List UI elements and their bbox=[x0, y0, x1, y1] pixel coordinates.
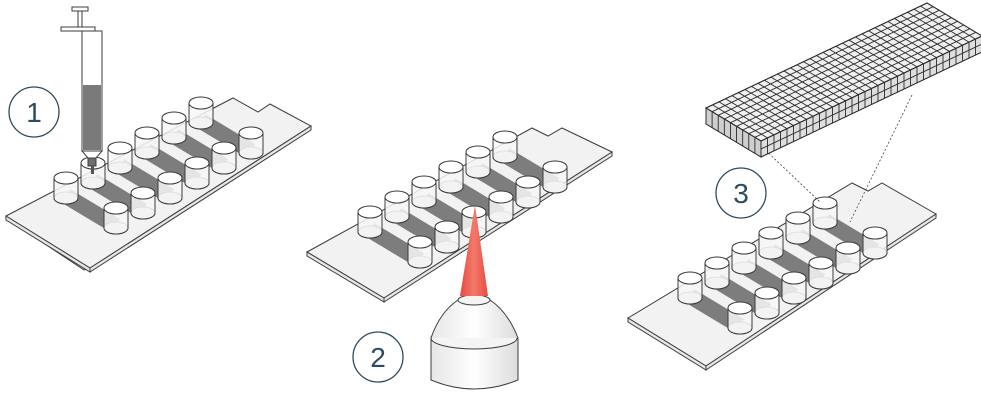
well-outlet bbox=[184, 156, 210, 190]
well-inlet bbox=[188, 96, 214, 130]
well-outlet bbox=[434, 220, 460, 254]
well-outlet bbox=[754, 286, 780, 320]
syringe-liquid bbox=[83, 85, 101, 150]
step-number-3: 3 bbox=[733, 178, 749, 209]
well-inlet bbox=[465, 145, 491, 179]
well-outlet bbox=[727, 301, 753, 335]
scaffold-grid bbox=[704, 2, 981, 158]
well-inlet bbox=[492, 130, 518, 164]
well-outlet bbox=[103, 201, 129, 235]
panel-3: 3 bbox=[627, 2, 981, 371]
well-outlet bbox=[488, 190, 514, 224]
step-badge-3: 3 bbox=[715, 167, 767, 219]
well-inlet bbox=[134, 126, 160, 160]
step-badge-1: 1 bbox=[8, 86, 60, 138]
syringe bbox=[60, 6, 104, 174]
well-inlet bbox=[107, 141, 133, 175]
well-outlet bbox=[407, 235, 433, 269]
well-outlet bbox=[238, 126, 264, 160]
step-badge-2: 2 bbox=[352, 331, 404, 383]
step-number-1: 1 bbox=[26, 97, 42, 128]
well-inlet bbox=[785, 211, 811, 245]
wells-3 bbox=[677, 196, 888, 335]
well-inlet bbox=[357, 205, 383, 239]
well-inlet bbox=[758, 226, 784, 260]
step-number-2: 2 bbox=[370, 342, 386, 373]
well-inlet bbox=[731, 241, 757, 275]
wells-2 bbox=[357, 130, 568, 269]
panel-2: 2 bbox=[305, 127, 614, 390]
well-outlet bbox=[515, 175, 541, 209]
well-outlet bbox=[808, 256, 834, 290]
well-inlet bbox=[53, 171, 79, 205]
panel-1: 1 bbox=[4, 6, 312, 273]
well-inlet bbox=[438, 160, 464, 194]
wells-1 bbox=[53, 96, 264, 235]
well-inlet bbox=[384, 190, 410, 224]
well-outlet bbox=[862, 226, 888, 260]
well-inlet bbox=[161, 111, 187, 145]
well-inlet bbox=[411, 175, 437, 209]
well-inlet bbox=[704, 256, 730, 290]
well-inlet bbox=[80, 156, 106, 190]
well-outlet bbox=[130, 186, 156, 220]
drop-beam bbox=[460, 205, 488, 296]
well-outlet bbox=[211, 141, 237, 175]
well-outlet bbox=[835, 241, 861, 275]
dropper-bottle bbox=[430, 205, 519, 390]
well-outlet bbox=[781, 271, 807, 305]
well-outlet bbox=[157, 171, 183, 205]
zoom-lines bbox=[759, 94, 913, 223]
well-inlet bbox=[812, 196, 838, 230]
well-inlet bbox=[677, 271, 703, 305]
well-outlet bbox=[542, 160, 568, 194]
